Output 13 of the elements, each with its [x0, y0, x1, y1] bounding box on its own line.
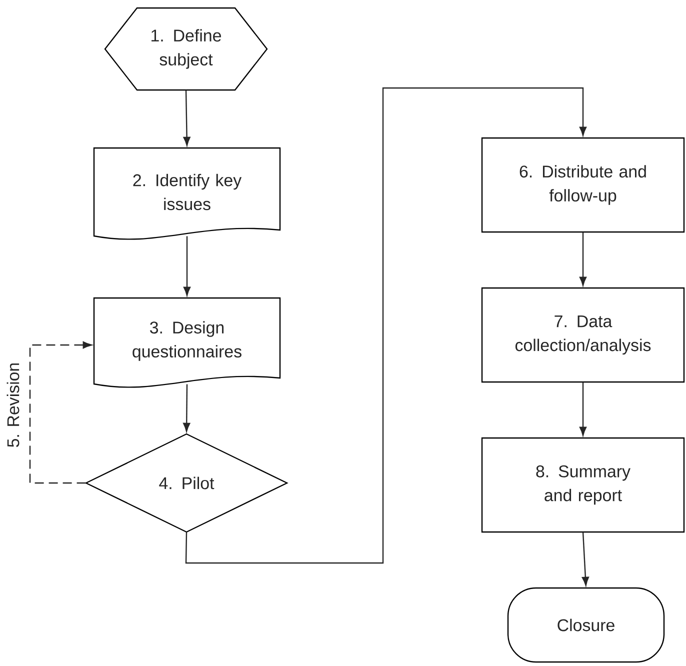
arrow — [183, 90, 190, 146]
process-box: 8. Summary and report — [481, 437, 685, 533]
arrow — [183, 236, 191, 296]
edge-label: 5. Revision — [6, 361, 20, 449]
dashed-arrow — [29, 341, 92, 484]
arrow — [582, 532, 589, 586]
arrow — [579, 382, 587, 436]
process-box: 7. Data collection/analysis — [481, 287, 685, 383]
terminal-hexagon: 1. Define subject — [104, 7, 268, 91]
arrow — [183, 384, 190, 432]
process-box: 6. Distribute and follow-up — [481, 137, 685, 233]
arrow — [579, 232, 587, 286]
arrow — [185, 87, 587, 564]
